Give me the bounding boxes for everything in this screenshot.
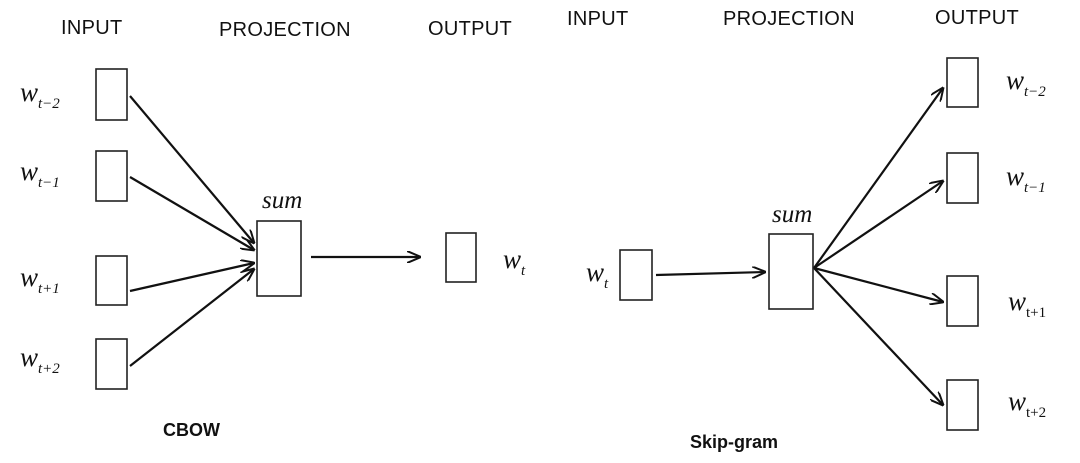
skipgram-caption: Skip-gram bbox=[690, 432, 779, 452]
cbow-output-header: OUTPUT bbox=[428, 18, 513, 40]
skipgram-output-label-t-plus-2: wt+2 bbox=[1008, 386, 1046, 421]
skipgram-arrow-t-minus-2 bbox=[813, 88, 943, 269]
skipgram-output-box-t-minus-2 bbox=[946, 57, 979, 108]
cbow-output-label: wt bbox=[503, 244, 526, 279]
cbow-input-box-t-minus-1 bbox=[95, 150, 128, 202]
skipgram-output-box-t-plus-1 bbox=[946, 275, 979, 327]
skipgram-arrow-t-plus-2 bbox=[813, 267, 943, 405]
cbow-input-label-t-minus-2: wt−2 bbox=[20, 77, 60, 112]
skipgram-projection-header: PROJECTION bbox=[723, 8, 855, 30]
cbow-output-box bbox=[445, 232, 477, 283]
cbow-caption: CBOW bbox=[163, 420, 220, 440]
cbow-input-box-t-minus-2 bbox=[95, 68, 128, 121]
cbow-input-label-t-plus-1: wt+1 bbox=[20, 262, 60, 297]
skipgram-arrow-to-projection bbox=[655, 272, 765, 275]
skipgram-projection-box bbox=[768, 233, 814, 310]
skipgram-input-label: wt bbox=[586, 257, 609, 292]
cbow-model: sum wt−2 wt−1 wt+1 wt+2 wt bbox=[20, 68, 526, 390]
cbow-input-label-t-minus-1: wt−1 bbox=[20, 156, 60, 191]
skipgram-input-header: INPUT bbox=[567, 8, 629, 30]
cbow-arrow-t-plus-1 bbox=[129, 263, 254, 293]
skipgram-output-label-t-plus-1: wt+1 bbox=[1008, 286, 1046, 321]
skipgram-input-box bbox=[619, 249, 653, 301]
cbow-arrow-t-minus-1 bbox=[129, 176, 254, 250]
cbow-input-label-t-plus-2: wt+2 bbox=[20, 342, 60, 377]
cbow-projection-header: PROJECTION bbox=[219, 19, 351, 41]
skipgram-arrow-t-plus-1 bbox=[813, 266, 943, 302]
skipgram-arrow-t-minus-1 bbox=[813, 181, 943, 269]
cbow-input-box-t-plus-1 bbox=[95, 255, 128, 306]
skipgram-sum-label: sum bbox=[772, 201, 812, 228]
skipgram-output-box-t-plus-2 bbox=[946, 379, 979, 431]
cbow-input-header: INPUT bbox=[61, 17, 123, 39]
cbow-arrow-t-plus-2 bbox=[129, 269, 254, 367]
skipgram-output-header: OUTPUT bbox=[935, 7, 1020, 29]
cbow-projection-box bbox=[256, 220, 302, 297]
cbow-arrow-t-minus-2 bbox=[129, 95, 254, 243]
skipgram-output-label-t-minus-1: wt−1 bbox=[1006, 161, 1046, 196]
skipgram-output-box-t-minus-1 bbox=[946, 152, 979, 204]
cbow-sum-label: sum bbox=[262, 187, 302, 214]
cbow-input-box-t-plus-2 bbox=[95, 338, 128, 390]
skipgram-model: wt sum wt−2 wt−1 wt+1 wt+2 bbox=[586, 57, 1046, 431]
skipgram-output-label-t-minus-2: wt−2 bbox=[1006, 65, 1046, 100]
